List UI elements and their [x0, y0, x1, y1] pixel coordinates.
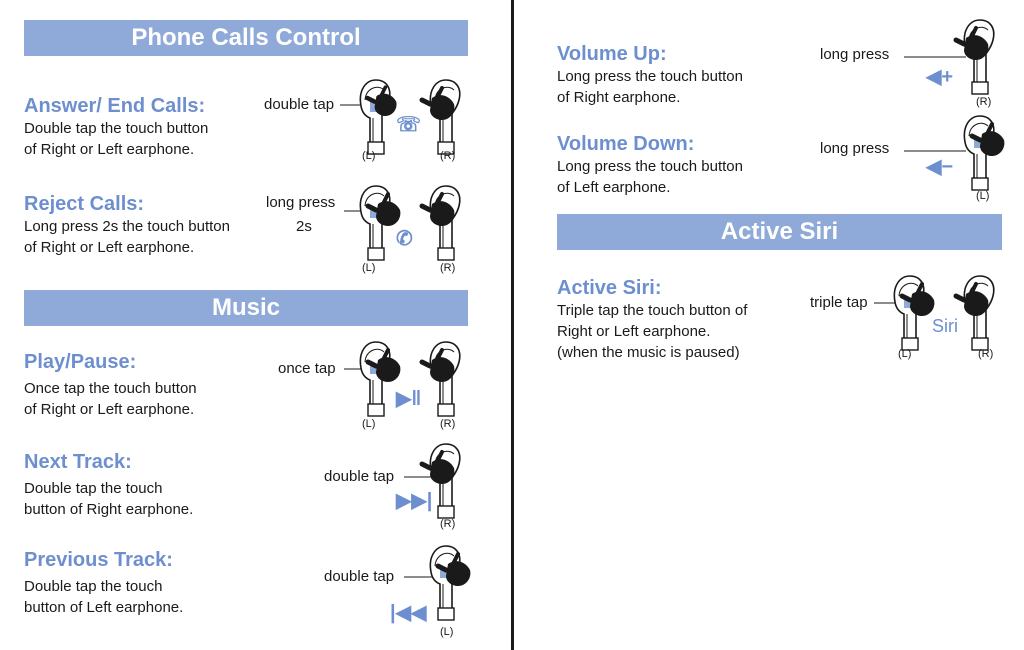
siri-gesture-label: triple tap	[810, 294, 868, 311]
next-gesture-label: double tap	[324, 468, 395, 485]
answer-gesture-label: double tap	[264, 96, 335, 113]
music-banner: Music	[24, 290, 468, 326]
siri-left-label: (L)	[898, 348, 912, 360]
prev-gesture-label: double tap	[324, 568, 395, 585]
play-left-label: (L)	[362, 418, 376, 430]
vol-up-gesture-label: long press	[820, 46, 890, 63]
phone-reject-icon: ✆	[396, 228, 413, 250]
earbud-right-icon	[432, 185, 461, 261]
reject-calls-desc-1: Long press 2s the touch button	[24, 218, 230, 235]
volume-down-icon: ◀−	[926, 156, 954, 178]
next-track-icon: ▶▶|	[396, 490, 433, 512]
volume-up-icon: ◀+	[926, 66, 954, 88]
volume-up-desc-2: of Right earphone.	[557, 89, 681, 106]
play-pause-desc-1: Once tap the touch button	[24, 380, 197, 397]
next-right-label: (R)	[440, 518, 456, 530]
previous-track-icon: |◀◀	[390, 602, 427, 624]
answer-right-label: (R)	[440, 150, 456, 162]
earbud-left-icon	[963, 115, 996, 191]
prev-left-label: (L)	[440, 626, 454, 638]
vol-down-pointer-line	[904, 150, 966, 152]
siri-title: Active Siri:	[557, 277, 662, 299]
next-track-section: Next Track: Double tap the touch button …	[24, 450, 264, 520]
play-pause-title: Play/Pause:	[24, 351, 137, 373]
earbud-left-icon	[359, 79, 392, 155]
siri-desc-2: Right or Left earphone.	[557, 323, 711, 340]
volume-up-section: Volume Up: Long press the touch button o…	[557, 42, 817, 108]
phone-calls-banner: Phone Calls Control	[24, 20, 468, 56]
vol-down-gesture-label: long press	[820, 140, 890, 157]
next-track-desc-2: button of Right earphone.	[24, 501, 194, 518]
earbud-left-icon	[429, 545, 462, 621]
siri-desc-3: (when the music is paused)	[557, 344, 740, 361]
siri-pointer-line	[874, 302, 896, 304]
vol-up-right-label: (R)	[976, 96, 992, 108]
answer-pointer-line	[340, 104, 360, 106]
answer-left-label: (L)	[362, 150, 376, 162]
siri-section: Active Siri: Triple tap the touch button…	[557, 276, 817, 363]
siri-label: Siri	[932, 316, 958, 336]
answer-calls-title: Answer/ End Calls:	[24, 95, 206, 117]
page-divider	[511, 0, 514, 650]
next-track-title: Next Track:	[24, 451, 132, 473]
vol-down-left-label: (L)	[976, 190, 990, 202]
play-pointer-line	[344, 368, 362, 370]
siri-desc-1: Triple tap the touch button of	[557, 302, 748, 319]
volume-down-title: Volume Down:	[557, 133, 695, 155]
play-gesture-label: once tap	[278, 360, 336, 377]
earbud-right-icon	[432, 341, 461, 417]
previous-track-desc-1: Double tap the touch	[24, 578, 163, 595]
reject-calls-title: Reject Calls:	[24, 193, 145, 215]
siri-right-label: (R)	[978, 348, 994, 360]
previous-track-desc-2: button of Left earphone.	[24, 599, 184, 616]
earbud-left-icon	[359, 341, 392, 417]
reject-calls-section: Reject Calls: Long press 2s the touch bu…	[24, 192, 264, 258]
prev-pointer-line	[404, 576, 432, 578]
volume-down-desc-2: of Left earphone.	[557, 179, 671, 196]
answer-calls-desc-1: Double tap the touch button	[24, 120, 209, 137]
previous-track-title: Previous Track:	[24, 549, 173, 571]
earbud-right-icon	[432, 79, 461, 155]
siri-banner: Active Siri	[557, 214, 1002, 250]
volume-up-title: Volume Up:	[557, 43, 667, 65]
reject-calls-desc-2: of Right or Left earphone.	[24, 239, 195, 256]
volume-down-section: Volume Down: Long press the touch button…	[557, 132, 817, 198]
reject-gesture-label-2: 2s	[296, 218, 312, 235]
volume-up-desc-1: Long press the touch button	[557, 68, 743, 85]
play-pause-icon: ▶‖	[396, 388, 422, 410]
play-right-label: (R)	[440, 418, 456, 430]
play-pause-section: Play/Pause: Once tap the touch button of…	[24, 350, 264, 420]
reject-left-label: (L)	[362, 262, 376, 274]
answer-calls-desc-2: of Right or Left earphone.	[24, 141, 195, 158]
earbud-right-icon	[432, 443, 461, 519]
reject-gesture-label-1: long press	[266, 194, 336, 211]
volume-down-desc-1: Long press the touch button	[557, 158, 743, 175]
answer-calls-section: Answer/ End Calls: Double tap the touch …	[24, 94, 264, 160]
earbud-right-icon	[966, 19, 995, 95]
vol-up-pointer-line	[904, 56, 966, 58]
phone-hangup-icon: ☏	[396, 114, 422, 136]
next-pointer-line	[404, 476, 432, 478]
previous-track-section: Previous Track: Double tap the touch but…	[24, 548, 264, 618]
next-track-desc-1: Double tap the touch	[24, 480, 163, 497]
earbud-left-icon	[359, 185, 392, 261]
play-pause-desc-2: of Right or Left earphone.	[24, 401, 195, 418]
earbud-left-icon	[893, 275, 926, 351]
reject-pointer-line	[344, 210, 362, 212]
earbud-right-icon	[966, 275, 995, 351]
reject-right-label: (R)	[440, 262, 456, 274]
